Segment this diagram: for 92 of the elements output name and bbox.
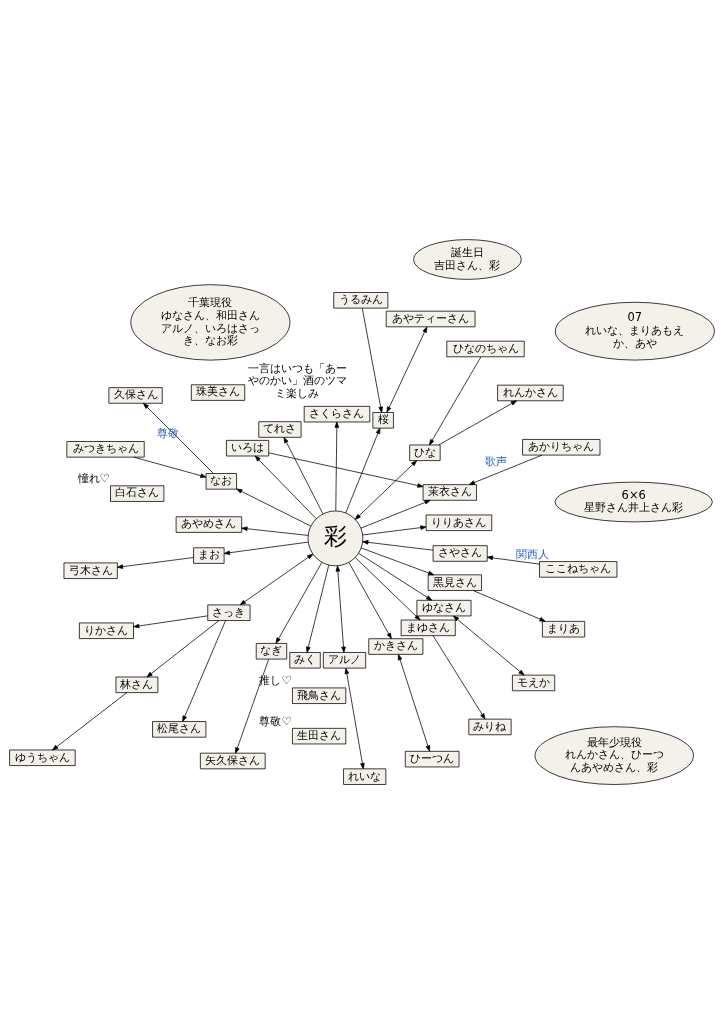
node-box: れいな [343, 768, 387, 785]
arrow [386, 326, 428, 413]
node-box: 弓木さん [63, 562, 118, 579]
node-box: さやさん [432, 545, 488, 562]
node-box: うるみん [333, 292, 389, 309]
node-box: 矢久保さん [199, 752, 266, 770]
node-box: ゆなさん [416, 599, 472, 617]
arrow [223, 541, 309, 555]
node-box: まゆさん [400, 619, 456, 637]
node-box: さっき [207, 604, 251, 621]
arrow [345, 427, 381, 514]
node-box: アルノ [322, 652, 367, 669]
node-box: あやティーさん [385, 310, 476, 328]
node-box: 飛鳥さん [292, 687, 347, 704]
arrow [52, 692, 127, 751]
arrow [335, 565, 346, 653]
node-ellipse: 誕生日 吉田さん、彩 [413, 239, 522, 280]
node-ellipse: 6×6 星野さん井上さん彩 [554, 481, 713, 523]
node-label: 一言はいつも「あーやのかい」酒のツマミ楽しみ [247, 360, 347, 400]
node-box: ゆうちゃん [9, 749, 76, 766]
node-box: ここねちゃん [539, 561, 618, 578]
edge-label: 関西人 [515, 546, 549, 561]
edge-label: 歌声 [484, 454, 507, 469]
arrow [354, 460, 418, 520]
arrow [239, 553, 314, 606]
arrow [254, 455, 317, 520]
node-box: てれさ [258, 421, 302, 438]
arrow [397, 654, 431, 752]
arrow [429, 356, 482, 446]
node-box: りかさん [79, 622, 134, 639]
node-box: りりあさん [425, 514, 493, 531]
arrow [362, 525, 427, 536]
node-box: あやめさん [175, 516, 243, 533]
arrow [146, 620, 220, 678]
arrow [268, 452, 424, 488]
node-box: まお [193, 547, 225, 564]
node-box: みつきちゃん [66, 441, 145, 458]
node-box: 桜 [372, 412, 394, 429]
node-box: まりあ [542, 621, 586, 638]
node-label: 尊敬♡ [259, 713, 292, 728]
node-box: ひーつん [404, 750, 460, 768]
node-ellipse: 千葉現役 ゆなさん、和田さんアルノ、いろはさっき、なお彩 [130, 284, 291, 361]
node-box: 黒見さん [427, 574, 482, 591]
node-label: 推し♡ [259, 673, 292, 688]
node-box: なお [205, 473, 237, 490]
arrow [472, 590, 546, 622]
arrow [133, 456, 207, 478]
arrow [133, 615, 209, 629]
arrow [283, 437, 324, 515]
arrow [438, 400, 517, 446]
arrow [334, 421, 340, 512]
node-box: ひな [409, 444, 441, 461]
node-box: いろは [226, 440, 270, 457]
node-box: モえか [512, 674, 556, 692]
arrow [344, 667, 365, 770]
node-ellipse: 最年少現役 れんかさん、ひーつんあやめさん、彩 [534, 726, 694, 785]
node-box: 久保さん [108, 387, 163, 404]
arrow [453, 615, 525, 676]
node-box: かきさん [368, 638, 424, 655]
node-box: 珠美さん [190, 384, 246, 401]
arrow [182, 620, 226, 722]
arrow [116, 557, 194, 569]
arrow [275, 561, 323, 644]
arrow [362, 540, 434, 551]
node-box: あかりちゃん [522, 439, 601, 456]
arrow [360, 547, 435, 576]
node-box: 松尾さん [152, 721, 207, 738]
arrow [348, 562, 392, 639]
node-label: 憧れ♡ [77, 471, 110, 486]
arrow [358, 552, 433, 601]
node-box: 白石さん [110, 485, 165, 502]
arrow [360, 499, 431, 529]
node-box: さくらさん [303, 406, 371, 423]
node-ellipse: 07 れいな、まりあもえか、あや [554, 301, 715, 361]
node-box: 生田さん [292, 727, 347, 745]
arrow [236, 488, 312, 527]
node-box: れんかさん [497, 384, 564, 402]
arrow [143, 403, 214, 474]
node-box: ひなのちゃん [446, 340, 525, 358]
arrow [486, 555, 540, 565]
arrow [468, 454, 543, 485]
arrow [235, 658, 270, 754]
node-box: みく [289, 652, 321, 669]
arrow [306, 564, 330, 653]
arrow [241, 526, 309, 536]
node-box: 茉衣さん [422, 484, 477, 501]
node-box: みりね [468, 718, 512, 736]
arrow [361, 307, 383, 413]
arrow [354, 557, 421, 621]
arrow [432, 635, 486, 720]
node-box: なぎ [255, 643, 288, 660]
node-box: 林さん [115, 676, 159, 693]
